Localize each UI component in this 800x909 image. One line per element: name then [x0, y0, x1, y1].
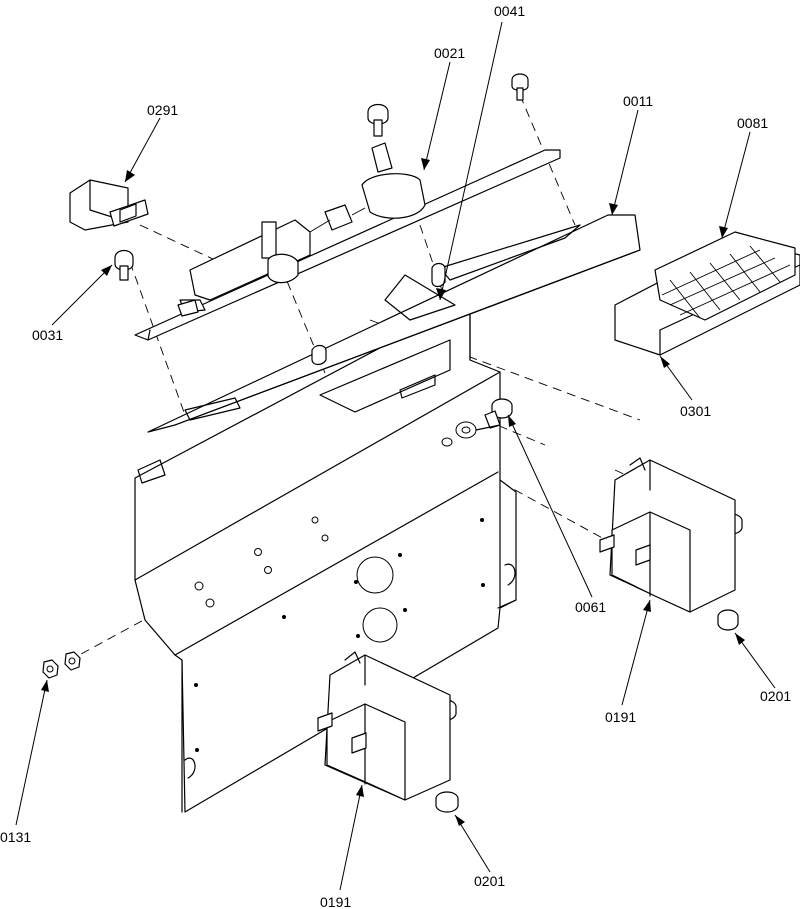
callout-0061: 0061 — [575, 599, 606, 615]
leader-lines — [15, 21, 776, 891]
callout-0291: 0291 — [147, 102, 178, 118]
nut-icon — [42, 651, 81, 679]
callout-0131: 0131 — [0, 829, 31, 845]
callout-0041: 0041 — [494, 3, 525, 19]
screw-icon — [511, 73, 529, 101]
screw-icon — [484, 398, 513, 429]
grid-pattern — [661, 245, 791, 319]
callout-0201-lower: 0201 — [474, 873, 505, 889]
transformer-lower — [317, 651, 451, 801]
callout-0011: 0011 — [623, 93, 653, 109]
screw-icon — [367, 103, 389, 137]
switch-actuator — [177, 142, 446, 366]
lower-bracket — [147, 214, 641, 433]
transformer-right — [599, 457, 736, 613]
plate-hole — [362, 607, 398, 643]
screw-icon — [717, 609, 739, 631]
callout-0081: 0081 — [737, 115, 768, 131]
plate-hole — [356, 556, 394, 594]
callout-0201-right: 0201 — [760, 688, 791, 704]
switch-part — [69, 179, 149, 231]
filter-housing — [614, 231, 800, 356]
callout-0301: 0301 — [680, 403, 711, 419]
screw-icon — [114, 249, 134, 281]
callout-0031: 0031 — [32, 327, 63, 343]
ring-terminal-icon — [441, 421, 501, 447]
upper-bracket — [134, 149, 561, 341]
callout-0191-right: 0191 — [605, 709, 636, 725]
callout-0191-lower: 0191 — [320, 894, 351, 909]
mounting-plate — [134, 299, 517, 813]
callout-0021: 0021 — [434, 45, 465, 61]
callout-labels: 0041 0021 0011 0081 0291 0031 0301 0061 … — [0, 3, 791, 909]
screw-icon — [435, 791, 459, 813]
